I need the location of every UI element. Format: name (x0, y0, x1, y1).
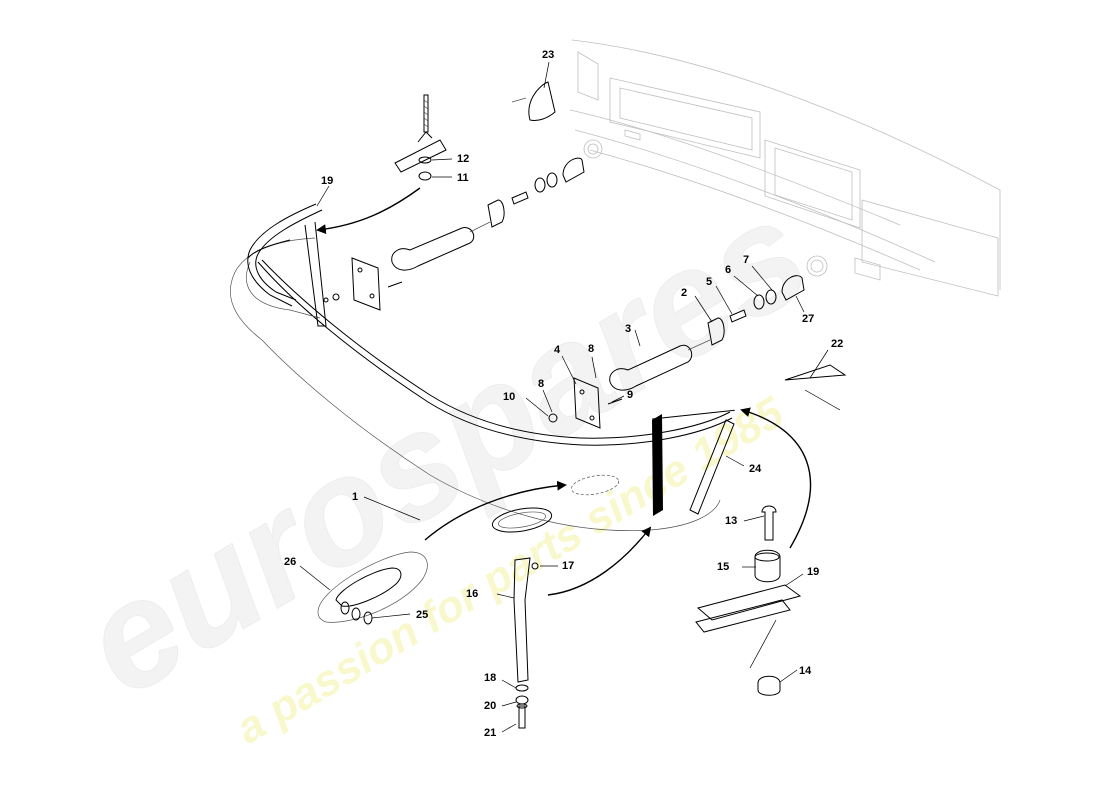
side-moulding-left (247, 203, 327, 327)
callout-23: 23 (542, 49, 554, 61)
callout-3: 3 (625, 323, 631, 335)
callout-labels: 1 2 3 4 5 6 7 8 8 9 10 11 12 13 14 15 16… (284, 49, 843, 739)
callout-19-right: 19 (807, 566, 819, 578)
leader-lines (299, 61, 829, 733)
assembly-arrows (316, 187, 812, 596)
callout-21: 21 (484, 727, 496, 739)
callout-15: 15 (717, 561, 729, 573)
callout-10: 10 (503, 391, 515, 403)
callout-25: 25 (416, 609, 428, 621)
callout-11: 11 (457, 172, 469, 184)
reflector-26 (317, 474, 620, 625)
lower-shock-absorber (548, 275, 805, 429)
callout-22: 22 (831, 338, 843, 350)
callout-8-upper: 8 (588, 343, 594, 355)
bracket-16 (513, 557, 539, 729)
callout-14: 14 (799, 665, 812, 677)
upper-bracket (394, 94, 447, 181)
callout-9: 9 (627, 389, 633, 401)
callout-7: 7 (743, 254, 749, 266)
car-body-outline (569, 39, 1001, 297)
callout-2: 2 (681, 287, 687, 299)
cap-23 (511, 81, 556, 121)
callout-26: 26 (284, 556, 296, 568)
callout-8-lower: 8 (538, 378, 544, 390)
callout-5: 5 (706, 276, 712, 288)
callout-4: 4 (554, 344, 561, 356)
upper-shock-absorber (323, 157, 585, 311)
callout-24: 24 (749, 463, 762, 475)
callout-16: 16 (466, 588, 478, 600)
callout-17: 17 (562, 560, 574, 572)
watermark: eurospares a passion for parts since 198… (54, 166, 835, 753)
callout-27: 27 (802, 313, 814, 325)
callout-18: 18 (484, 672, 496, 684)
callout-1: 1 (352, 491, 358, 503)
trim-22 (784, 364, 847, 411)
lower-mount-right (695, 505, 802, 696)
callout-19-left: 19 (321, 175, 333, 187)
vertical-strip (652, 409, 735, 516)
callout-20: 20 (484, 700, 496, 712)
callout-6: 6 (725, 264, 731, 276)
callout-12: 12 (457, 153, 469, 165)
callout-13: 13 (725, 515, 737, 527)
